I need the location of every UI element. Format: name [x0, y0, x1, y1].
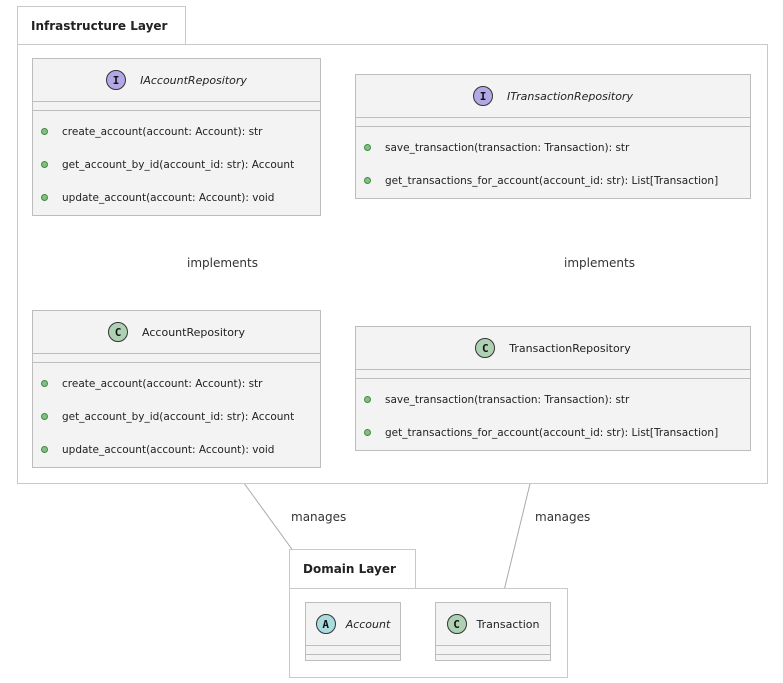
- abstract-class-icon: A: [315, 614, 336, 634]
- interface-icon: I: [473, 86, 494, 106]
- method-row: create_account(account: Account): str: [33, 367, 320, 400]
- method-row: save_transaction(transaction: Transactio…: [356, 383, 750, 416]
- public-method-icon: [364, 177, 371, 184]
- class-name: Transaction: [476, 617, 540, 631]
- transaction-repository-class[interactable]: C TransactionRepository save_transaction…: [355, 326, 751, 451]
- methods-section: create_account(account: Account): str ge…: [33, 111, 320, 214]
- fields-section: [356, 370, 750, 379]
- method-row: get_transactions_for_account(account_id:…: [356, 164, 750, 197]
- fields-section: [436, 646, 550, 655]
- class-icon: C: [475, 338, 496, 358]
- method-row: create_account(account: Account): str: [33, 115, 320, 148]
- itransaction-repository-class[interactable]: I ITransactionRepository save_transactio…: [355, 74, 751, 199]
- fields-section: [356, 118, 750, 127]
- method-row: get_account_by_id(account_id: str): Acco…: [33, 400, 320, 433]
- public-method-icon: [364, 429, 371, 436]
- iaccount-repository-class[interactable]: I IAccountRepository create_account(acco…: [32, 58, 321, 216]
- public-method-icon: [41, 194, 48, 201]
- class-name: TransactionRepository: [509, 341, 631, 355]
- domain-package-title: Domain Layer: [303, 562, 396, 576]
- account-class[interactable]: A Account: [305, 602, 401, 661]
- public-method-icon: [41, 380, 48, 387]
- methods-section: save_transaction(transaction: Transactio…: [356, 379, 750, 449]
- implements-label-transaction: implements: [564, 256, 635, 270]
- public-method-icon: [364, 396, 371, 403]
- manages-label-account: manages: [291, 510, 347, 524]
- public-method-icon: [41, 161, 48, 168]
- fields-section: [33, 354, 320, 363]
- fields-section: [306, 646, 400, 655]
- implements-label-account: implements: [187, 256, 258, 270]
- class-header: I IAccountRepository: [33, 59, 320, 102]
- account-repository-class[interactable]: C AccountRepository create_account(accou…: [32, 310, 321, 468]
- interface-icon: I: [106, 70, 127, 90]
- method-row: update_account(account: Account): void: [33, 433, 320, 466]
- public-method-icon: [41, 413, 48, 420]
- method-row: get_account_by_id(account_id: str): Acco…: [33, 148, 320, 181]
- class-icon: C: [446, 614, 467, 634]
- fields-section: [33, 102, 320, 111]
- class-header: C TransactionRepository: [356, 327, 750, 370]
- domain-package-tab: Domain Layer: [289, 549, 416, 589]
- method-row: get_transactions_for_account(account_id:…: [356, 416, 750, 449]
- public-method-icon: [41, 446, 48, 453]
- class-name: ITransactionRepository: [507, 89, 633, 103]
- method-row: save_transaction(transaction: Transactio…: [356, 131, 750, 164]
- manages-label-transaction: manages: [535, 510, 591, 524]
- class-header: I ITransactionRepository: [356, 75, 750, 118]
- method-row: update_account(account: Account): void: [33, 181, 320, 214]
- methods-section: create_account(account: Account): str ge…: [33, 363, 320, 466]
- class-header: C AccountRepository: [33, 311, 320, 354]
- class-name: AccountRepository: [142, 325, 245, 339]
- infrastructure-package-tab: Infrastructure Layer: [17, 6, 186, 45]
- infrastructure-package-title: Infrastructure Layer: [31, 19, 168, 33]
- class-name: Account: [345, 617, 391, 631]
- class-header: A Account: [306, 603, 400, 646]
- transaction-class[interactable]: C Transaction: [435, 602, 551, 661]
- class-header: C Transaction: [436, 603, 550, 646]
- class-name: IAccountRepository: [140, 73, 247, 87]
- class-icon: C: [108, 322, 129, 342]
- methods-section: save_transaction(transaction: Transactio…: [356, 127, 750, 197]
- public-method-icon: [41, 128, 48, 135]
- public-method-icon: [364, 144, 371, 151]
